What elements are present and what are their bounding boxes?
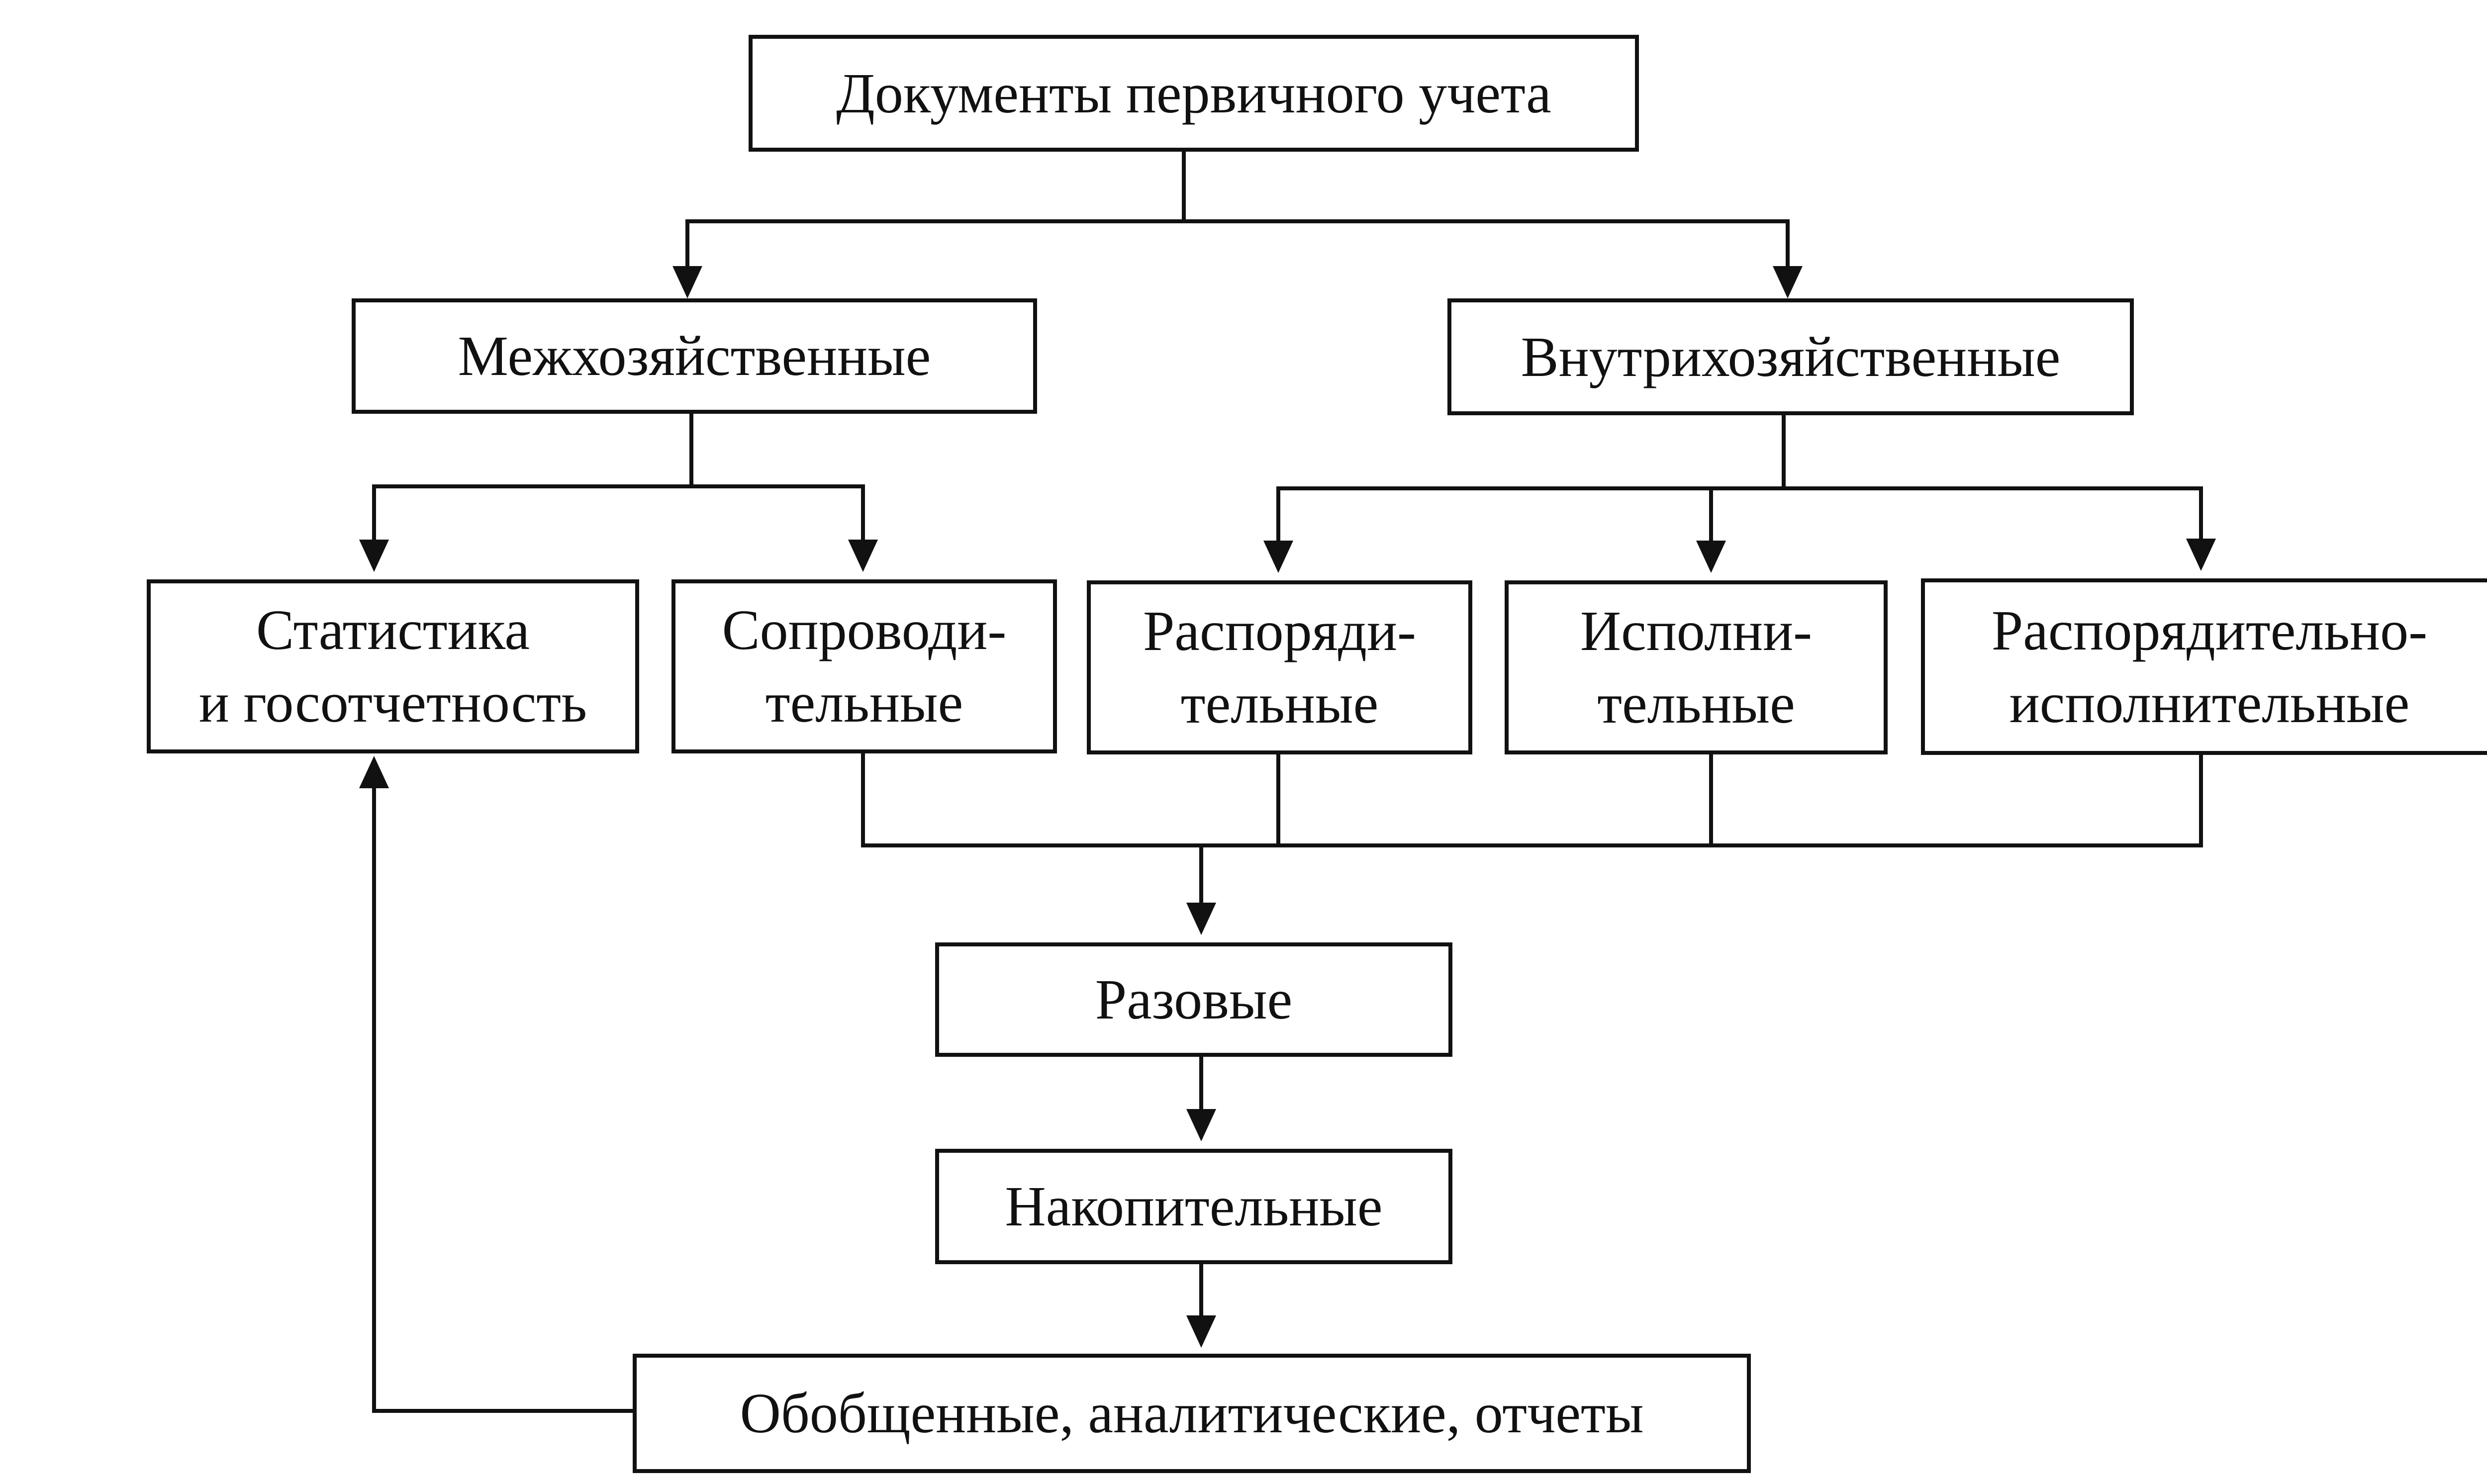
node-executive-line2: тельные bbox=[1597, 672, 1795, 735]
arrow-to-admin-executive bbox=[2186, 539, 2216, 571]
node-admin-executive-line2: исполнительные bbox=[2009, 671, 2410, 735]
node-accompanying-line2: тельные bbox=[765, 671, 963, 734]
node-inter-farm: Межхозяйственные bbox=[352, 298, 1037, 414]
node-summary: Обобщенные, аналитические, отчеты bbox=[633, 1354, 1751, 1473]
node-admin-executive: Распорядительно- исполнительные bbox=[1921, 578, 2487, 755]
node-primary-docs-label: Документы первичного учета bbox=[836, 61, 1551, 125]
arrow-to-inter bbox=[672, 266, 702, 298]
arrow-to-administrative bbox=[1263, 541, 1293, 573]
node-statistics-line2: и госотчетность bbox=[198, 671, 587, 734]
node-cumulative: Накопительные bbox=[935, 1149, 1452, 1264]
node-intra-farm: Внутрихозяйственные bbox=[1447, 298, 2134, 415]
node-inter-farm-label: Межхозяйственные bbox=[458, 324, 931, 388]
arrow-to-statistics bbox=[359, 540, 389, 572]
node-administrative-line1: Распоряди- bbox=[1143, 599, 1416, 663]
node-primary-docs: Документы первичного учета bbox=[749, 35, 1639, 152]
node-accompanying-line1: Сопроводи- bbox=[722, 598, 1007, 662]
arrow-to-statistics-from-summary bbox=[359, 756, 389, 788]
arrow-to-cumulative bbox=[1186, 1109, 1216, 1141]
node-admin-executive-line1: Распорядительно- bbox=[1991, 598, 2428, 662]
node-one-time: Разовые bbox=[935, 942, 1452, 1057]
arrow-to-one-time bbox=[1186, 903, 1216, 935]
arrow-to-summary bbox=[1186, 1315, 1216, 1348]
node-statistics: Статистика и госотчетность bbox=[147, 579, 639, 753]
arrow-to-executive bbox=[1696, 541, 1726, 573]
node-cumulative-label: Накопительные bbox=[1005, 1175, 1383, 1238]
node-executive-line1: Исполни- bbox=[1580, 599, 1813, 663]
arrow-to-accompanying bbox=[848, 540, 878, 572]
node-accompanying: Сопроводи- тельные bbox=[671, 579, 1057, 753]
node-intra-farm-label: Внутрихозяйственные bbox=[1521, 325, 2061, 388]
node-statistics-line1: Статистика bbox=[256, 598, 530, 662]
node-administrative-line2: тельные bbox=[1180, 672, 1379, 735]
node-administrative: Распоряди- тельные bbox=[1087, 580, 1472, 754]
arrow-to-intra bbox=[1773, 266, 1803, 298]
node-summary-label: Обобщенные, аналитические, отчеты bbox=[740, 1382, 1644, 1445]
node-executive: Исполни- тельные bbox=[1505, 580, 1888, 754]
edge-summary-to-statistics bbox=[372, 784, 635, 1413]
node-one-time-label: Разовые bbox=[1095, 968, 1293, 1031]
